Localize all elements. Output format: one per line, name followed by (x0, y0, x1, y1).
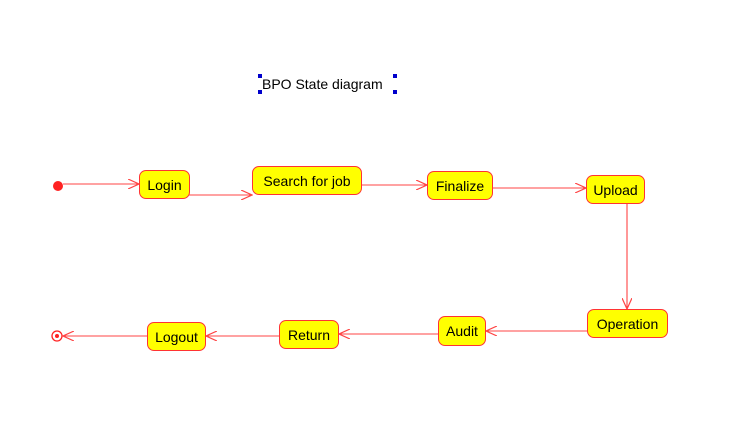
state-logout[interactable]: Logout (147, 322, 206, 351)
state-label: Upload (593, 181, 638, 198)
state-operation[interactable]: Operation (587, 309, 668, 338)
state-label: Finalize (435, 177, 485, 194)
state-search-for-job[interactable]: Search for job (252, 166, 362, 195)
state-label: Login (147, 176, 182, 193)
final-state-node[interactable] (51, 330, 63, 342)
state-audit[interactable]: Audit (438, 316, 486, 346)
state-label: Return (287, 326, 331, 343)
state-label: Operation (596, 315, 659, 332)
diagram-title[interactable]: BPO State diagram (262, 76, 383, 92)
state-label: Search for job (263, 172, 351, 189)
state-return[interactable]: Return (279, 320, 339, 349)
initial-state-node[interactable] (53, 181, 63, 191)
selection-handle[interactable] (258, 74, 262, 78)
state-finalize[interactable]: Finalize (427, 171, 493, 200)
state-label: Audit (446, 323, 478, 339)
selection-handle[interactable] (393, 74, 397, 78)
selection-handle[interactable] (258, 90, 262, 94)
state-upload[interactable]: Upload (586, 175, 645, 204)
selection-handle[interactable] (393, 90, 397, 94)
state-label: Logout (155, 328, 198, 345)
state-login[interactable]: Login (139, 170, 190, 199)
